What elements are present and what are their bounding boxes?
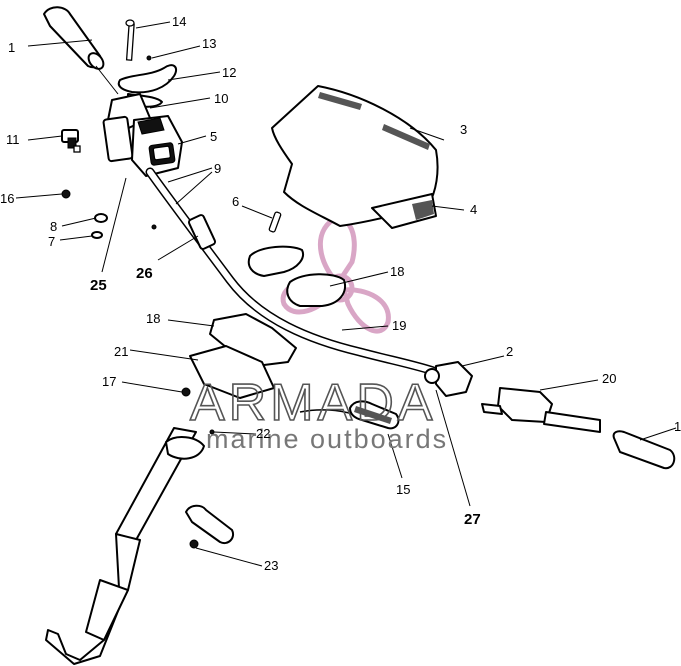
throttle-end-part-2 <box>424 361 473 397</box>
bracket-part-18-upper <box>247 245 304 277</box>
callout-8: 8 <box>50 219 57 234</box>
tiller-column <box>45 427 205 665</box>
callout-23: 23 <box>264 558 278 573</box>
callout-4: 4 <box>470 202 477 217</box>
plate-part-21 <box>189 345 275 399</box>
nut-part-17 <box>181 387 191 397</box>
callout-9: 9 <box>214 161 221 176</box>
leader-lines <box>15 21 677 567</box>
grip-housing-part-20 <box>481 387 601 433</box>
pin-part-14 <box>125 19 135 61</box>
spring-part-15 <box>299 400 400 430</box>
watermark-tagline: marine outboards <box>206 424 448 454</box>
callout-12: 12 <box>222 65 236 80</box>
callout-26: 26 <box>136 265 153 282</box>
callout-19: 19 <box>392 318 406 333</box>
callout-22: 22 <box>256 426 270 441</box>
nut-part-16 <box>61 189 71 199</box>
callout-11: 11 <box>6 132 20 147</box>
twist-grip-housing <box>102 93 183 177</box>
callout-1-right: 1 <box>674 419 681 434</box>
engine-cowl-part-3 <box>271 85 439 227</box>
callout-13: 13 <box>202 36 216 51</box>
callout-5: 5 <box>210 129 217 144</box>
callout-2: 2 <box>506 344 513 359</box>
propeller-logo-icon <box>280 216 391 334</box>
screw-part-13 <box>146 55 152 61</box>
callout-7: 7 <box>48 234 55 249</box>
handle-grip-right <box>612 430 676 470</box>
callout-3: 3 <box>460 122 467 137</box>
lever-part-12 <box>117 64 178 94</box>
callout-25: 25 <box>90 277 107 294</box>
bracket-part-18-lower <box>209 313 297 367</box>
callout-17: 17 <box>102 374 116 389</box>
callout-16: 16 <box>0 191 14 206</box>
washer-part-7 <box>91 231 103 239</box>
callout-14: 14 <box>172 14 186 29</box>
callout-18-lower: 18 <box>146 311 160 326</box>
callout-1-top: 1 <box>8 40 15 55</box>
callout-6: 6 <box>232 194 239 209</box>
sleeve-part-22 <box>185 504 234 544</box>
switch-part-11 <box>61 129 81 153</box>
washer-part-8 <box>94 213 108 223</box>
screw-part-6 <box>268 211 282 233</box>
callout-18-upper: 18 <box>390 264 404 279</box>
handle-grip-top <box>43 6 105 70</box>
nut-part-23 <box>189 539 199 549</box>
callout-21: 21 <box>114 344 128 359</box>
callout-10: 10 <box>214 91 228 106</box>
callout-15: 15 <box>396 482 410 497</box>
callout-labels: 1 14 13 12 10 11 5 9 16 8 7 25 26 3 4 6 … <box>0 14 681 573</box>
callout-27: 27 <box>464 511 481 528</box>
watermark-brand: ARMADA <box>190 374 436 432</box>
tiller-cable-tube <box>145 167 441 377</box>
callout-20: 20 <box>602 371 616 386</box>
